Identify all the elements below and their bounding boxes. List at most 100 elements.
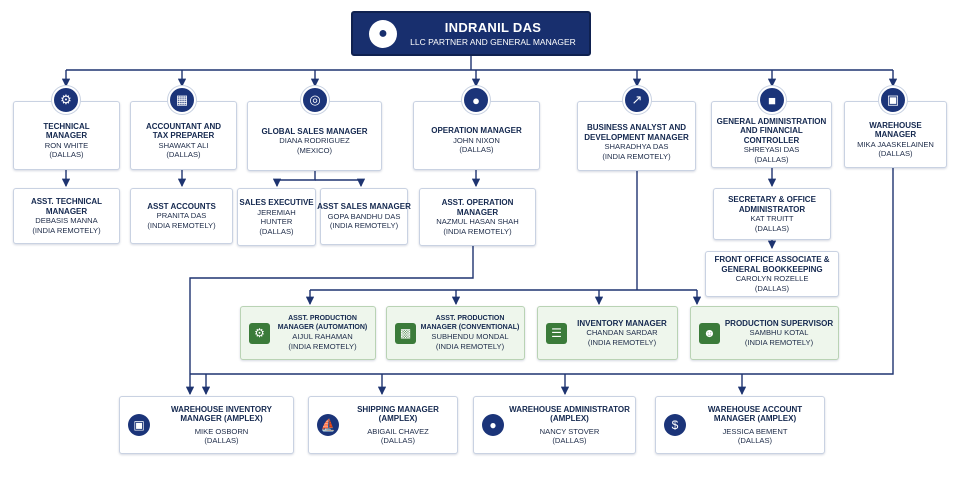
node-location: (INDIA REMOTELY) xyxy=(329,221,399,231)
node-location: (DALLAS) xyxy=(552,436,587,445)
person-icon: ● xyxy=(369,19,397,48)
node-person: CHANDAN SARDAR xyxy=(586,328,658,338)
node-person: ABIGAIL CHAVEZ xyxy=(367,426,429,436)
node-person: NAZMUL HASAN SHAH xyxy=(436,217,519,226)
node-location: (DALLAS) xyxy=(737,436,773,445)
node-title: SALES EXECUTIVE xyxy=(239,198,314,207)
node-title: SHIPPING MANAGER (AMPLEX) xyxy=(357,404,439,424)
node-location: (MEXICO) xyxy=(296,145,332,155)
node-asst-sales[interactable]: ASST SALES MANAGER GOPA BANDHU DAS (INDI… xyxy=(317,188,411,245)
node-front-office[interactable]: FRONT OFFICE ASSOCIATE & GENERAL BOOKKEE… xyxy=(705,251,839,297)
node-shipping-manager[interactable]: ⛵ SHIPPING MANAGER (AMPLEX) ABIGAIL CHAV… xyxy=(308,396,458,454)
node-warehouse-inventory-manager[interactable]: ▣ WAREHOUSE INVENTORY MANAGER (AMPLEX) M… xyxy=(119,396,294,454)
node-person: DIANA RODRIGUEZ xyxy=(279,136,350,146)
manager-global-sales[interactable]: GLOBAL SALES MANAGER DIANA RODRIGUEZ (ME… xyxy=(247,101,382,171)
node-inventory-manager[interactable]: ☰ INVENTORY MANAGER CHANDAN SARDAR (INDI… xyxy=(537,306,678,360)
warehouse-icon: ▣ xyxy=(879,86,907,114)
node-location: (DALLAS) xyxy=(49,150,84,159)
node-title: ASST. PRODUCTION MANAGER (CONVENTIONAL) xyxy=(420,315,520,331)
node-person: SUBHENDU MONDAL xyxy=(431,332,509,341)
node-title: ASST ACCOUNTS xyxy=(147,201,216,211)
node-title: INVENTORY MANAGER xyxy=(577,318,667,328)
warehouse-icon: ▣ xyxy=(128,414,150,436)
ship-icon: ⛵ xyxy=(317,414,339,436)
node-asst-production-conventional[interactable]: ▩ ASST. PRODUCTION MANAGER (CONVENTIONAL… xyxy=(386,306,525,360)
node-person: RON WHITE xyxy=(44,140,89,150)
node-person: SHREYASI DAS xyxy=(743,145,800,155)
manager-technical[interactable]: TECHNICAL MANAGER RON WHITE (DALLAS) xyxy=(13,101,120,170)
clipboard-icon: ☰ xyxy=(546,322,567,344)
node-person: NANCY STOVER xyxy=(539,426,600,436)
node-asst-operation[interactable]: ASST. OPERATION MANAGER NAZMUL HASAN SHA… xyxy=(419,188,536,246)
node-location: (DALLAS) xyxy=(380,436,416,445)
node-person: MIKE OSBORN xyxy=(194,426,249,436)
node-title: GLOBAL SALES MANAGER xyxy=(261,126,368,136)
node-title: WAREHOUSE ACCOUNT MANAGER (AMPLEX) xyxy=(707,404,803,424)
node-person: JESSICA BEMENT xyxy=(722,426,788,436)
gear-icon: ⚙ xyxy=(52,86,80,114)
node-title: ASST. TECHNICAL MANAGER xyxy=(30,197,103,216)
node-title: ACCOUNTANT AND TAX PREPARER xyxy=(145,121,222,141)
node-location: (INDIA REMOTELY) xyxy=(32,225,101,235)
node-asst-technical[interactable]: ASST. TECHNICAL MANAGER DEBASIS MANNA (I… xyxy=(13,188,120,244)
node-person: JOHN NIXON xyxy=(453,135,500,145)
person-icon: ● xyxy=(462,86,490,114)
node-title: ASST. PRODUCTION MANAGER (AUTOMATION) xyxy=(277,315,368,331)
node-person: SAMBHU KOTAL xyxy=(749,328,809,338)
chart-icon: ↗ xyxy=(623,86,651,114)
node-location: (DALLAS) xyxy=(878,149,913,158)
root-name: INDRANIL DAS xyxy=(444,20,542,35)
node-person: MIKA JAASKELAINEN xyxy=(857,139,934,149)
node-title: WAREHOUSE MANAGER xyxy=(869,120,922,140)
briefcase-icon: ■ xyxy=(758,86,786,114)
node-title: GENERAL ADMINISTRATION AND FINANCIAL CON… xyxy=(716,116,827,145)
node-secretary[interactable]: SECRETARY & OFFICE ADMINISTRATOR KAT TRU… xyxy=(713,188,831,240)
team-icon: ☻ xyxy=(699,322,720,344)
node-title: FRONT OFFICE ASSOCIATE & GENERAL BOOKKEE… xyxy=(714,255,830,274)
node-person: AIJUL RAHAMAN xyxy=(292,332,353,341)
root-node[interactable]: ● INDRANIL DAS LLC PARTNER AND GENERAL M… xyxy=(351,11,591,56)
gear-cluster-icon: ⚙ xyxy=(249,322,270,344)
node-location: (INDIA REMOTELY) xyxy=(443,226,512,236)
node-person: CAROLYN ROZELLE xyxy=(735,274,809,283)
node-location: (INDIA REMOTELY) xyxy=(435,341,505,351)
node-location: (INDIA REMOTELY) xyxy=(147,220,216,230)
node-asst-production-automation[interactable]: ⚙ ASST. PRODUCTION MANAGER (AUTOMATION) … xyxy=(240,306,376,360)
node-location: (DALLAS) xyxy=(459,145,494,155)
node-asst-accounts[interactable]: ASST ACCOUNTS PRANITA DAS (INDIA REMOTEL… xyxy=(130,188,233,244)
node-title: OPERATION MANAGER xyxy=(431,126,522,136)
calculator-icon: ▦ xyxy=(168,86,196,114)
node-title: ASST. OPERATION MANAGER xyxy=(441,198,514,217)
node-title: WAREHOUSE ADMINISTRATOR (AMPLEX) xyxy=(509,404,630,424)
node-production-supervisor[interactable]: ☻ PRODUCTION SUPERVISOR SAMBHU KOTAL (IN… xyxy=(690,306,839,360)
dollar-icon: $ xyxy=(664,414,686,436)
node-person: SHARADHYA DAS xyxy=(604,142,669,151)
node-location: (INDIA REMOTELY) xyxy=(744,337,814,347)
node-title: ASST SALES MANAGER xyxy=(317,202,411,212)
node-person: GOPA BANDHU DAS xyxy=(327,211,401,221)
node-location: (DALLAS) xyxy=(754,283,790,293)
node-person: JEREMIAH HUNTER xyxy=(257,207,296,227)
node-title: SECRETARY & OFFICE ADMINISTRATOR xyxy=(728,195,816,214)
node-location: (DALLAS) xyxy=(754,154,789,164)
node-sales-executive[interactable]: SALES EXECUTIVE JEREMIAH HUNTER (DALLAS) xyxy=(237,188,316,246)
node-person: KAT TRUITT xyxy=(750,214,794,223)
node-person: DEBASIS MANNA xyxy=(35,216,98,225)
person-icon: ● xyxy=(482,414,504,436)
node-location: (DALLAS) xyxy=(754,223,790,233)
node-person: PRANITA DAS xyxy=(156,211,207,221)
node-title: WAREHOUSE INVENTORY MANAGER (AMPLEX) xyxy=(171,404,272,424)
node-location: (INDIA REMOTELY) xyxy=(602,151,671,161)
node-title: PRODUCTION SUPERVISOR xyxy=(724,318,834,328)
node-location: (INDIA REMOTELY) xyxy=(288,341,357,351)
node-warehouse-administrator[interactable]: ● WAREHOUSE ADMINISTRATOR (AMPLEX) NANCY… xyxy=(473,396,636,454)
root-role: LLC PARTNER AND GENERAL MANAGER xyxy=(410,37,576,47)
node-title: TECHNICAL MANAGER xyxy=(43,121,90,141)
node-warehouse-account-manager[interactable]: $ WAREHOUSE ACCOUNT MANAGER (AMPLEX) JES… xyxy=(655,396,825,454)
node-person: SHAWAKT ALI xyxy=(158,140,209,150)
factory-icon: ▩ xyxy=(395,322,416,344)
node-location: (DALLAS) xyxy=(166,150,201,159)
node-location: (DALLAS) xyxy=(259,226,294,236)
globe-icon: ◎ xyxy=(301,86,329,114)
